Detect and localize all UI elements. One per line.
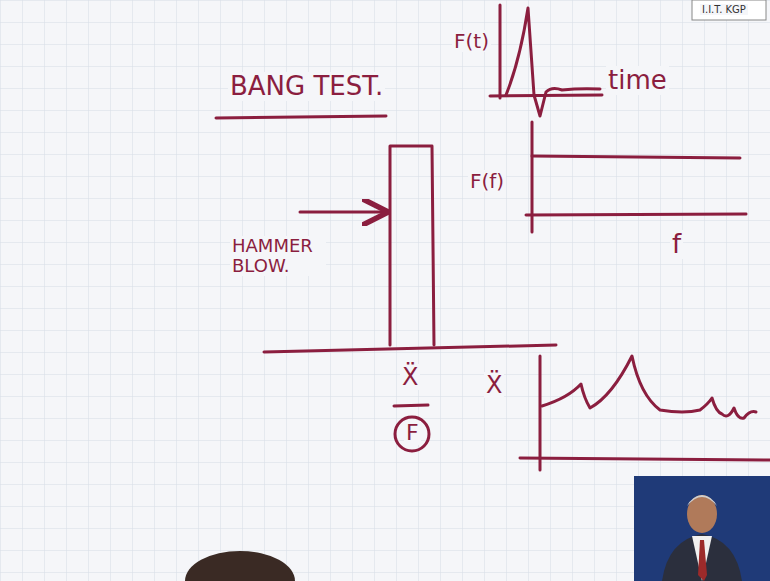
hammer-arrow bbox=[300, 211, 386, 214]
hand bbox=[185, 551, 295, 581]
logo-box bbox=[692, 0, 766, 20]
axis-label: f bbox=[670, 230, 683, 259]
flat-spectrum bbox=[532, 156, 740, 158]
axis bbox=[539, 356, 542, 470]
axis-label: F(f) bbox=[468, 170, 506, 192]
circle-mark bbox=[395, 417, 429, 451]
impulse-curve bbox=[506, 8, 600, 116]
ground-line bbox=[264, 345, 556, 352]
fraction-bar bbox=[394, 405, 428, 406]
underline bbox=[216, 116, 386, 118]
force-label: HAMMER BLOW. bbox=[230, 236, 326, 276]
axis bbox=[526, 214, 746, 215]
tower bbox=[390, 146, 434, 345]
axis-label: Ẍ bbox=[484, 372, 504, 398]
axis-label: F(t) bbox=[452, 30, 491, 52]
acceleration-label: Ẍ bbox=[400, 364, 420, 390]
logo-text: I.I.T. KGP bbox=[700, 4, 748, 15]
title: BANG TEST. bbox=[228, 72, 385, 101]
axis bbox=[499, 5, 502, 98]
force-symbol: F bbox=[404, 421, 421, 445]
axis-label: time bbox=[606, 66, 669, 95]
response-curve bbox=[542, 356, 756, 418]
axis bbox=[520, 458, 770, 460]
video-inset bbox=[634, 476, 770, 581]
